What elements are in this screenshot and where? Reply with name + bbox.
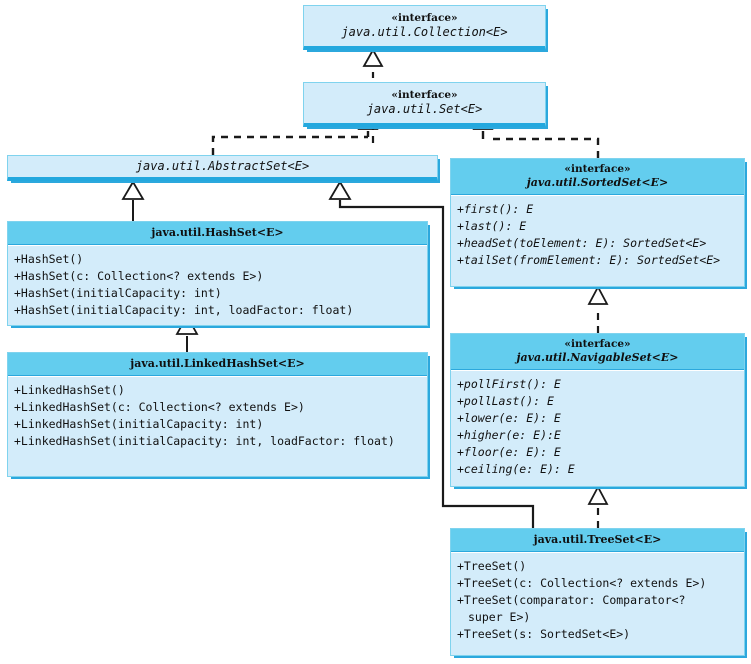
sortedset-members: +first(): E +last(): E +headSet(toElemen… bbox=[451, 195, 744, 275]
navigableset-name: java.util.NavigableSet<E> bbox=[516, 351, 679, 364]
hashset-members: +HashSet() +HashSet(c: Collection<? exte… bbox=[8, 245, 427, 325]
treeset-header: java.util.TreeSet<E> bbox=[451, 529, 744, 552]
class-box-set[interactable]: «interface» java.util.Set<E> bbox=[303, 82, 546, 127]
edge-navigableset-to-sortedset bbox=[587, 285, 609, 333]
abstractset-header: java.util.AbstractSet<E> bbox=[8, 156, 437, 181]
member-row: +TreeSet(comparator: Comparator<? bbox=[457, 593, 686, 607]
class-box-navigableset[interactable]: «interface» java.util.NavigableSet<E> +p… bbox=[450, 333, 745, 487]
sortedset-header: «interface» java.util.SortedSet<E> bbox=[451, 159, 744, 195]
treeset-name: java.util.TreeSet<E> bbox=[533, 533, 662, 546]
member-row: +last(): E bbox=[457, 219, 527, 233]
linkedhashset-members: +LinkedHashSet() +LinkedHashSet(c: Colle… bbox=[8, 376, 427, 456]
class-box-abstractset[interactable]: java.util.AbstractSet<E> bbox=[7, 155, 438, 181]
member-row: +HashSet(initialCapacity: int) bbox=[14, 286, 222, 300]
member-row: +HashSet(initialCapacity: int, loadFacto… bbox=[14, 303, 354, 317]
set-name: java.util.Set<E> bbox=[366, 102, 483, 116]
member-row: +LinkedHashSet() bbox=[14, 383, 125, 397]
member-row: +TreeSet() bbox=[457, 559, 527, 573]
class-box-hashset[interactable]: java.util.HashSet<E> +HashSet() +HashSet… bbox=[7, 221, 428, 326]
member-row: +lower(e: E): E bbox=[457, 411, 561, 425]
linkedhashset-name: java.util.LinkedHashSet<E> bbox=[130, 357, 305, 370]
collection-name: java.util.Collection<E> bbox=[341, 25, 508, 39]
sortedset-name: java.util.SortedSet<E> bbox=[526, 176, 669, 189]
member-row: +TreeSet(c: Collection<? extends E>) bbox=[457, 576, 707, 590]
member-row: +LinkedHashSet(initialCapacity: int) bbox=[14, 417, 264, 431]
hashset-header: java.util.HashSet<E> bbox=[8, 222, 427, 245]
edge-treeset-to-abstractset bbox=[328, 180, 535, 528]
member-row: +LinkedHashSet(c: Collection<? extends E… bbox=[14, 400, 305, 414]
navigableset-members: +pollFirst(): E +pollLast(): E +lower(e:… bbox=[451, 370, 744, 484]
hashset-name: java.util.HashSet<E> bbox=[151, 226, 284, 239]
member-row: +LinkedHashSet(initialCapacity: int, loa… bbox=[14, 434, 395, 448]
set-header: «interface» java.util.Set<E> bbox=[304, 83, 545, 124]
class-box-treeset[interactable]: java.util.TreeSet<E> +TreeSet() +TreeSet… bbox=[450, 528, 745, 656]
sortedset-stereotype: «interface» bbox=[564, 163, 631, 175]
class-box-sortedset[interactable]: «interface» java.util.SortedSet<E> +firs… bbox=[450, 158, 745, 287]
member-row: +HashSet() bbox=[14, 252, 84, 266]
member-row: +TreeSet(s: SortedSet<E>) bbox=[457, 627, 631, 641]
navigableset-stereotype: «interface» bbox=[564, 338, 631, 350]
edge-hashset-to-abstractset bbox=[121, 180, 145, 221]
class-box-linkedhashset[interactable]: java.util.LinkedHashSet<E> +LinkedHashSe… bbox=[7, 352, 428, 477]
linkedhashset-header: java.util.LinkedHashSet<E> bbox=[8, 353, 427, 376]
collection-header: «interface» java.util.Collection<E> bbox=[304, 6, 545, 47]
member-row: +tailSet(fromElement: E): SortedSet<E> bbox=[457, 253, 721, 267]
member-row: super E>) bbox=[468, 610, 531, 624]
edge-set-to-collection bbox=[362, 48, 384, 143]
member-row: +ceiling(e: E): E bbox=[457, 462, 575, 476]
member-row: +pollFirst(): E bbox=[457, 377, 561, 391]
set-stereotype: «interface» bbox=[391, 89, 458, 101]
collection-stereotype: «interface» bbox=[391, 12, 458, 24]
edge-treeset-to-navigableset bbox=[587, 485, 609, 528]
member-row: +first(): E bbox=[457, 202, 534, 216]
member-row: +higher(e: E):E bbox=[457, 428, 561, 442]
abstractset-name: java.util.AbstractSet<E> bbox=[135, 159, 310, 173]
member-row: +HashSet(c: Collection<? extends E>) bbox=[14, 269, 264, 283]
navigableset-header: «interface» java.util.NavigableSet<E> bbox=[451, 334, 744, 370]
class-box-collection[interactable]: «interface» java.util.Collection<E> bbox=[303, 5, 546, 50]
member-row: +headSet(toElement: E): SortedSet<E> bbox=[457, 236, 707, 250]
member-row: +pollLast(): E bbox=[457, 394, 554, 408]
member-row: +floor(e: E): E bbox=[457, 445, 561, 459]
treeset-members: +TreeSet() +TreeSet(c: Collection<? exte… bbox=[451, 552, 744, 649]
